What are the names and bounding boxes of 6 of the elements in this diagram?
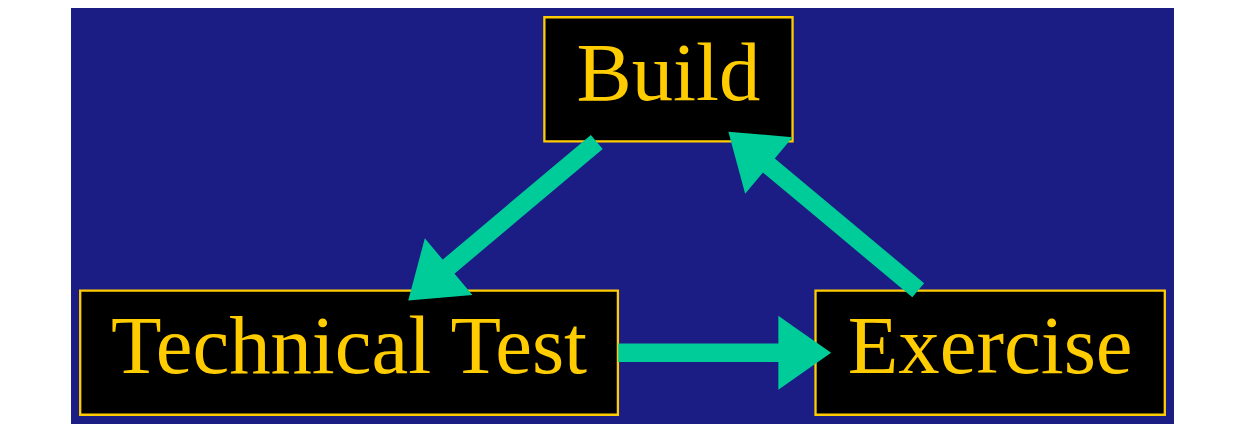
arrow [618, 315, 832, 390]
node-box: Build [543, 16, 794, 143]
arrow [408, 134, 603, 301]
node-box: Exercise [814, 289, 1166, 416]
node-box: Technical Test [79, 289, 620, 416]
arrow [728, 131, 925, 298]
